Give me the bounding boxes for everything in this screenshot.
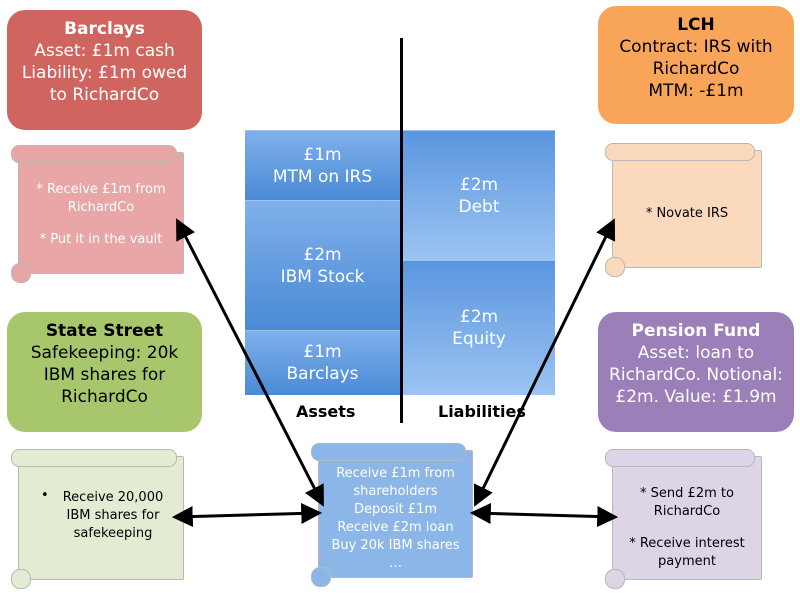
barclays-box: Barclays Asset: £1m cash Liability: £1m … [7, 10, 202, 130]
barclays-scroll: * Receive £1m from RichardCo * Put it in… [11, 145, 184, 283]
pension-fund-scroll-item-2: * Receive interest payment [629, 536, 745, 569]
state-street-line-2: IBM shares for [43, 365, 166, 385]
arrow-barclays [176, 218, 324, 507]
center-line-5: Buy 20k IBM shares [331, 538, 460, 553]
lch-line-3: MTM: -£1m [648, 81, 744, 101]
state-street-box: State Street Safekeeping: 20k IBM shares… [7, 312, 202, 432]
arrow-lch [473, 218, 616, 507]
center-line-2: shareholders [353, 484, 438, 499]
lch-scroll-item-1: * Novate IRS [645, 206, 729, 221]
state-street-title: State Street [45, 321, 164, 341]
state-street-line-3: RichardCo [61, 387, 148, 407]
lch-scroll: * Novate IRS [605, 143, 762, 277]
center-line-6: … [389, 556, 402, 571]
arrow-pension-fund [469, 502, 619, 528]
state-street-scroll-item-1: Receive 20,000 IBM shares for safekeepin… [62, 490, 164, 541]
lch-line-1: Contract: IRS with [619, 37, 773, 57]
lch-title: LCH [677, 15, 715, 35]
lch-line-2: RichardCo [652, 59, 740, 79]
richardco-scroll: Receive £1m from shareholders Deposit £1… [311, 443, 473, 587]
barclays-title: Barclays [64, 19, 145, 39]
barclays-line-2: Liability: £1m owed [21, 63, 188, 83]
pension-fund-line-3: £2m. Value: £1.9m [615, 387, 777, 407]
liability-debt-label: Debt [458, 196, 500, 217]
state-street-line-1: Safekeeping: 20k [30, 343, 179, 363]
state-street-bullet: • [41, 488, 49, 503]
pension-fund-scroll-item-1: * Send £2m to RichardCo [640, 486, 734, 519]
balance-sheet-divider [400, 38, 403, 423]
pension-fund-line-1: Asset: loan to [637, 343, 755, 363]
arrow-state-street [171, 502, 323, 528]
pension-fund-scroll: * Send £2m to RichardCo * Receive intere… [605, 449, 762, 589]
pension-fund-line-2: RichardCo. Notional: [609, 365, 783, 385]
center-line-3: Deposit £1m [353, 502, 438, 517]
barclays-scroll-item-1: * Receive £1m from RichardCo [36, 182, 166, 215]
pension-fund-box: Pension Fund Asset: loan to RichardCo. N… [598, 312, 794, 432]
state-street-scroll: • Receive 20,000 IBM shares for safekeep… [11, 449, 184, 589]
barclays-scroll-item-2: * Put it in the vault [39, 232, 163, 247]
asset-mtm-amount: £1m [303, 144, 342, 165]
asset-mtm-label: MTM on IRS [272, 166, 373, 187]
barclays-line-1: Asset: £1m cash [34, 41, 175, 61]
liability-debt-amount: £2m [459, 174, 499, 195]
center-line-1: Receive £1m from [336, 466, 455, 481]
pension-fund-title: Pension Fund [631, 321, 761, 341]
asset-mtm-on-irs: £1m MTM on IRS [245, 130, 400, 200]
barclays-line-3: to RichardCo [49, 85, 160, 105]
center-line-4: Receive £2m loan [337, 520, 454, 535]
lch-box: LCH Contract: IRS with RichardCo MTM: -£… [598, 6, 794, 124]
